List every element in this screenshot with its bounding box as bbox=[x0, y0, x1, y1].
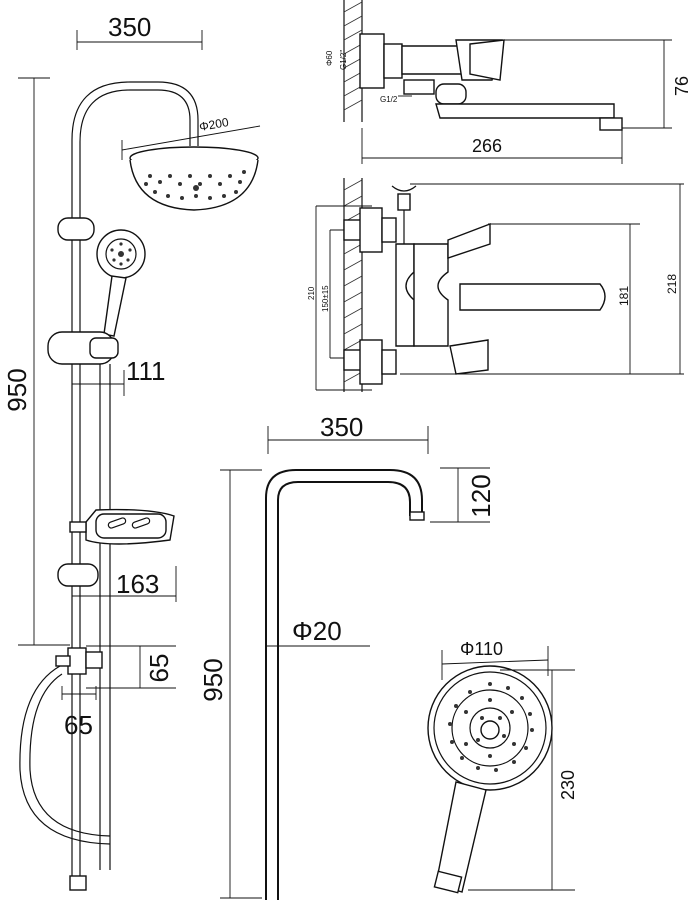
dim-head-diameter: Φ200 bbox=[198, 115, 230, 134]
dim-shelf-offset: 163 bbox=[116, 569, 159, 599]
rain-shower-head bbox=[129, 146, 259, 211]
dim-riser-drop: 120 bbox=[466, 474, 496, 517]
dim-hand-length: 230 bbox=[558, 770, 578, 800]
shower-set-view: 350 950 Φ200 bbox=[2, 12, 261, 891]
hand-shower bbox=[96, 229, 146, 337]
dim-side-181: 181 bbox=[617, 286, 631, 306]
dim-mixer-pipe: Φ60 bbox=[325, 50, 334, 66]
dim-side-218: 218 bbox=[665, 274, 679, 294]
dim-main-height: 950 bbox=[2, 368, 32, 411]
soap-shelf bbox=[69, 508, 175, 545]
dim-mixer-height: 76 bbox=[672, 76, 692, 96]
riser-pipe-view: 350 120 950 Φ20 bbox=[198, 412, 496, 900]
riser-pipe bbox=[71, 81, 199, 880]
shower-hose bbox=[19, 665, 111, 845]
dim-hand-diameter: Φ110 bbox=[460, 639, 503, 659]
mixer-top-view: Φ60 G1/2" G1/2 76 266 bbox=[325, 0, 692, 164]
wall-bracket-top bbox=[57, 217, 95, 241]
dim-side-150: 150±15 bbox=[321, 285, 330, 312]
dim-diverter-width: 65 bbox=[64, 710, 93, 740]
hand-shower-view: Φ110 230 bbox=[427, 639, 578, 894]
wall-bracket-bottom bbox=[57, 563, 99, 587]
dim-spout-length: 266 bbox=[472, 136, 502, 156]
diverter bbox=[55, 647, 103, 675]
dim-side-210: 210 bbox=[307, 286, 316, 300]
dim-riser-width: 350 bbox=[320, 412, 363, 442]
dim-riser-height: 950 bbox=[198, 658, 228, 701]
dim-main-width: 350 bbox=[108, 12, 151, 42]
dim-diverter-height: 65 bbox=[144, 654, 174, 683]
dim-slider-offset: 111 bbox=[126, 356, 166, 386]
dim-thread-top: G1/2" bbox=[339, 50, 348, 70]
dim-riser-diameter: Φ20 bbox=[292, 616, 342, 646]
mixer-side-view: 210 150±15 181 218 bbox=[307, 178, 684, 392]
dim-thread-bottom: G1/2 bbox=[380, 95, 398, 104]
